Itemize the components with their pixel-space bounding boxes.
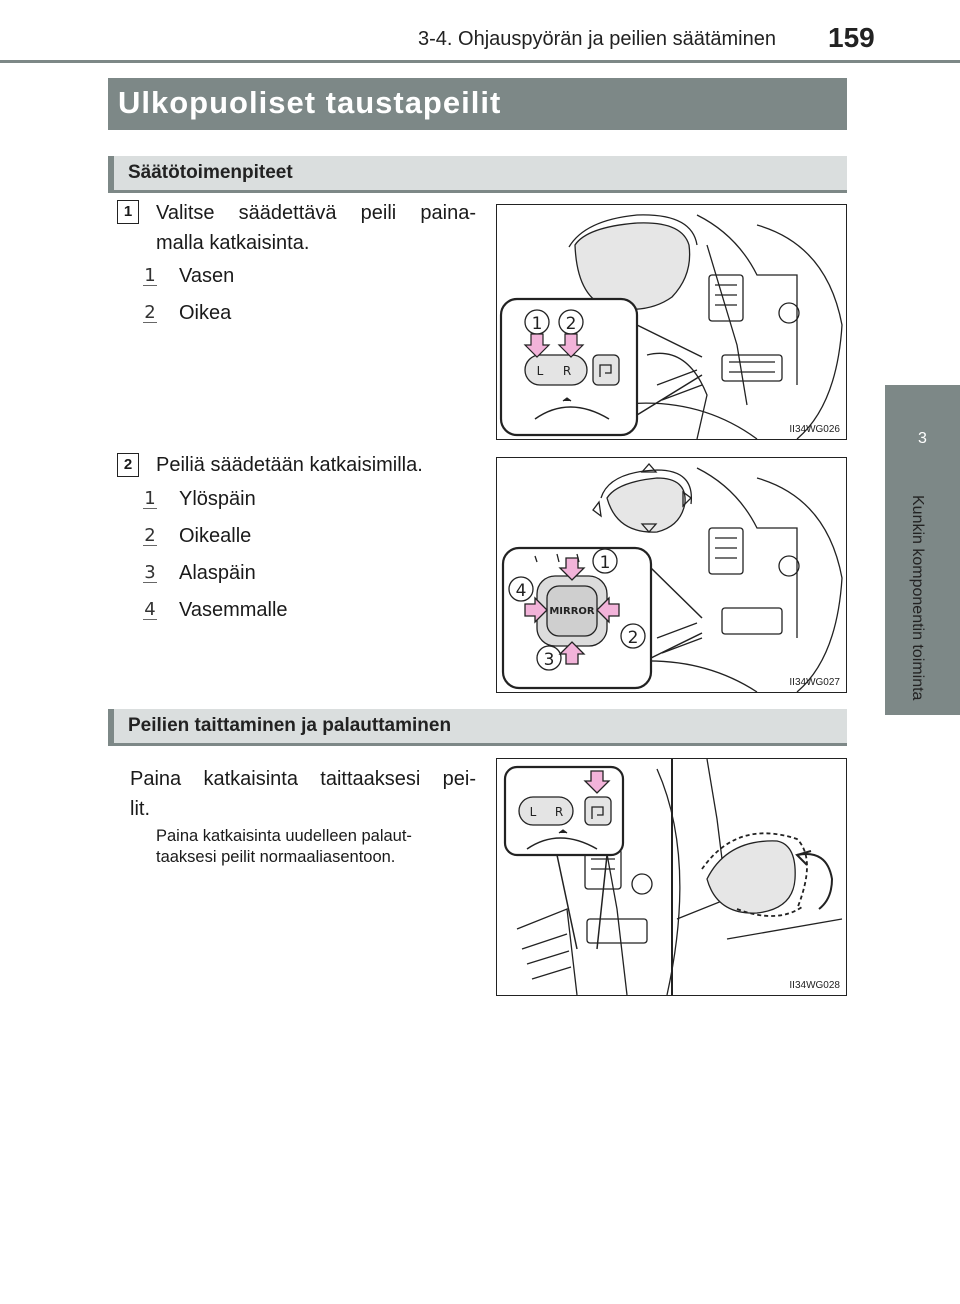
subheading-adjustment: Säätötoimenpiteet [128,162,293,183]
mirror-adjust-illustration: 1 2 3 4 MIRROR [501,463,843,692]
chapter-number: 3 [918,430,927,447]
subheading-bar-folding: Peilien taittaminen ja palauttaminen [108,709,847,746]
subheading-accent [108,156,114,190]
callout-number: 1 [532,314,543,334]
switch-label-l: L [530,805,537,819]
subheading-accent [108,709,114,743]
step-number-box: 2 [117,453,139,477]
folding-text-line2: lit. [130,798,150,820]
chapter-tab [885,385,960,715]
item-label-right: Oikea [179,302,232,324]
figure-mirror-adjust: 1 2 3 4 MIRROR II34WG027 [496,457,847,693]
figure-code: II34WG028 [789,980,840,991]
callout-number: 3 [544,650,555,670]
subheading-bar-adjustment: Säätötoimenpiteet [108,156,847,193]
folding-text-line1: Paina katkaisinta taittaaksesi pei- [130,768,476,790]
figure-code: II34WG027 [789,677,840,688]
item-number: 2 [143,525,157,546]
callout-number: 4 [516,581,527,601]
switch-label-r: R [563,364,571,378]
item-label-down: Alaspäin [179,562,256,584]
item-label-up: Ylöspäin [179,488,256,510]
figure-mirror-select: 1 2 L R II34WG026 [496,204,847,440]
subheading-folding: Peilien taittaminen ja palauttaminen [128,715,452,736]
item-number: 4 [143,599,157,620]
figure-mirror-fold: L R II34WG028 [496,758,847,996]
item-number: 1 [143,265,157,286]
mirror-switch-label: MIRROR [549,606,595,617]
step2-text: Peiliä säädetään katkaisimilla. [156,454,423,476]
page-number: 159 [828,22,875,53]
callout-number: 2 [628,628,639,648]
header-divider [0,60,960,63]
item-number: 2 [143,302,157,323]
mirror-fold-illustration: L R [503,759,843,995]
main-heading-bar: Ulkopuoliset taustapeilit [108,78,847,130]
item-label-left: Vasen [179,265,235,287]
step1-text-line2: malla katkaisinta. [156,232,310,254]
item-number: 1 [143,488,157,509]
section-title: 3-4. Ohjauspyörän ja peilien säätäminen [418,28,776,50]
folding-note-line2: taaksesi peilit normaaliasentoon. [156,848,396,866]
callout-number: 1 [600,553,611,573]
step1-text-line1: Valitse säädettävä peili paina- [156,202,476,224]
folding-note-line1: Paina katkaisinta uudelleen palaut- [156,827,412,845]
item-label-left: Vasemmalle [179,599,288,621]
switch-label-r: R [555,805,563,819]
mirror-select-illustration: 1 2 L R [499,214,843,439]
item-label-right: Oikealle [179,525,252,547]
figure-code: II34WG026 [789,424,840,435]
switch-label-l: L [537,364,544,378]
main-heading: Ulkopuoliset taustapeilit [118,85,502,120]
item-number: 3 [143,562,157,583]
step-number-box: 1 [117,200,139,224]
callout-number: 2 [566,314,577,334]
chapter-title: Kunkin komponentin toiminta [909,495,926,701]
